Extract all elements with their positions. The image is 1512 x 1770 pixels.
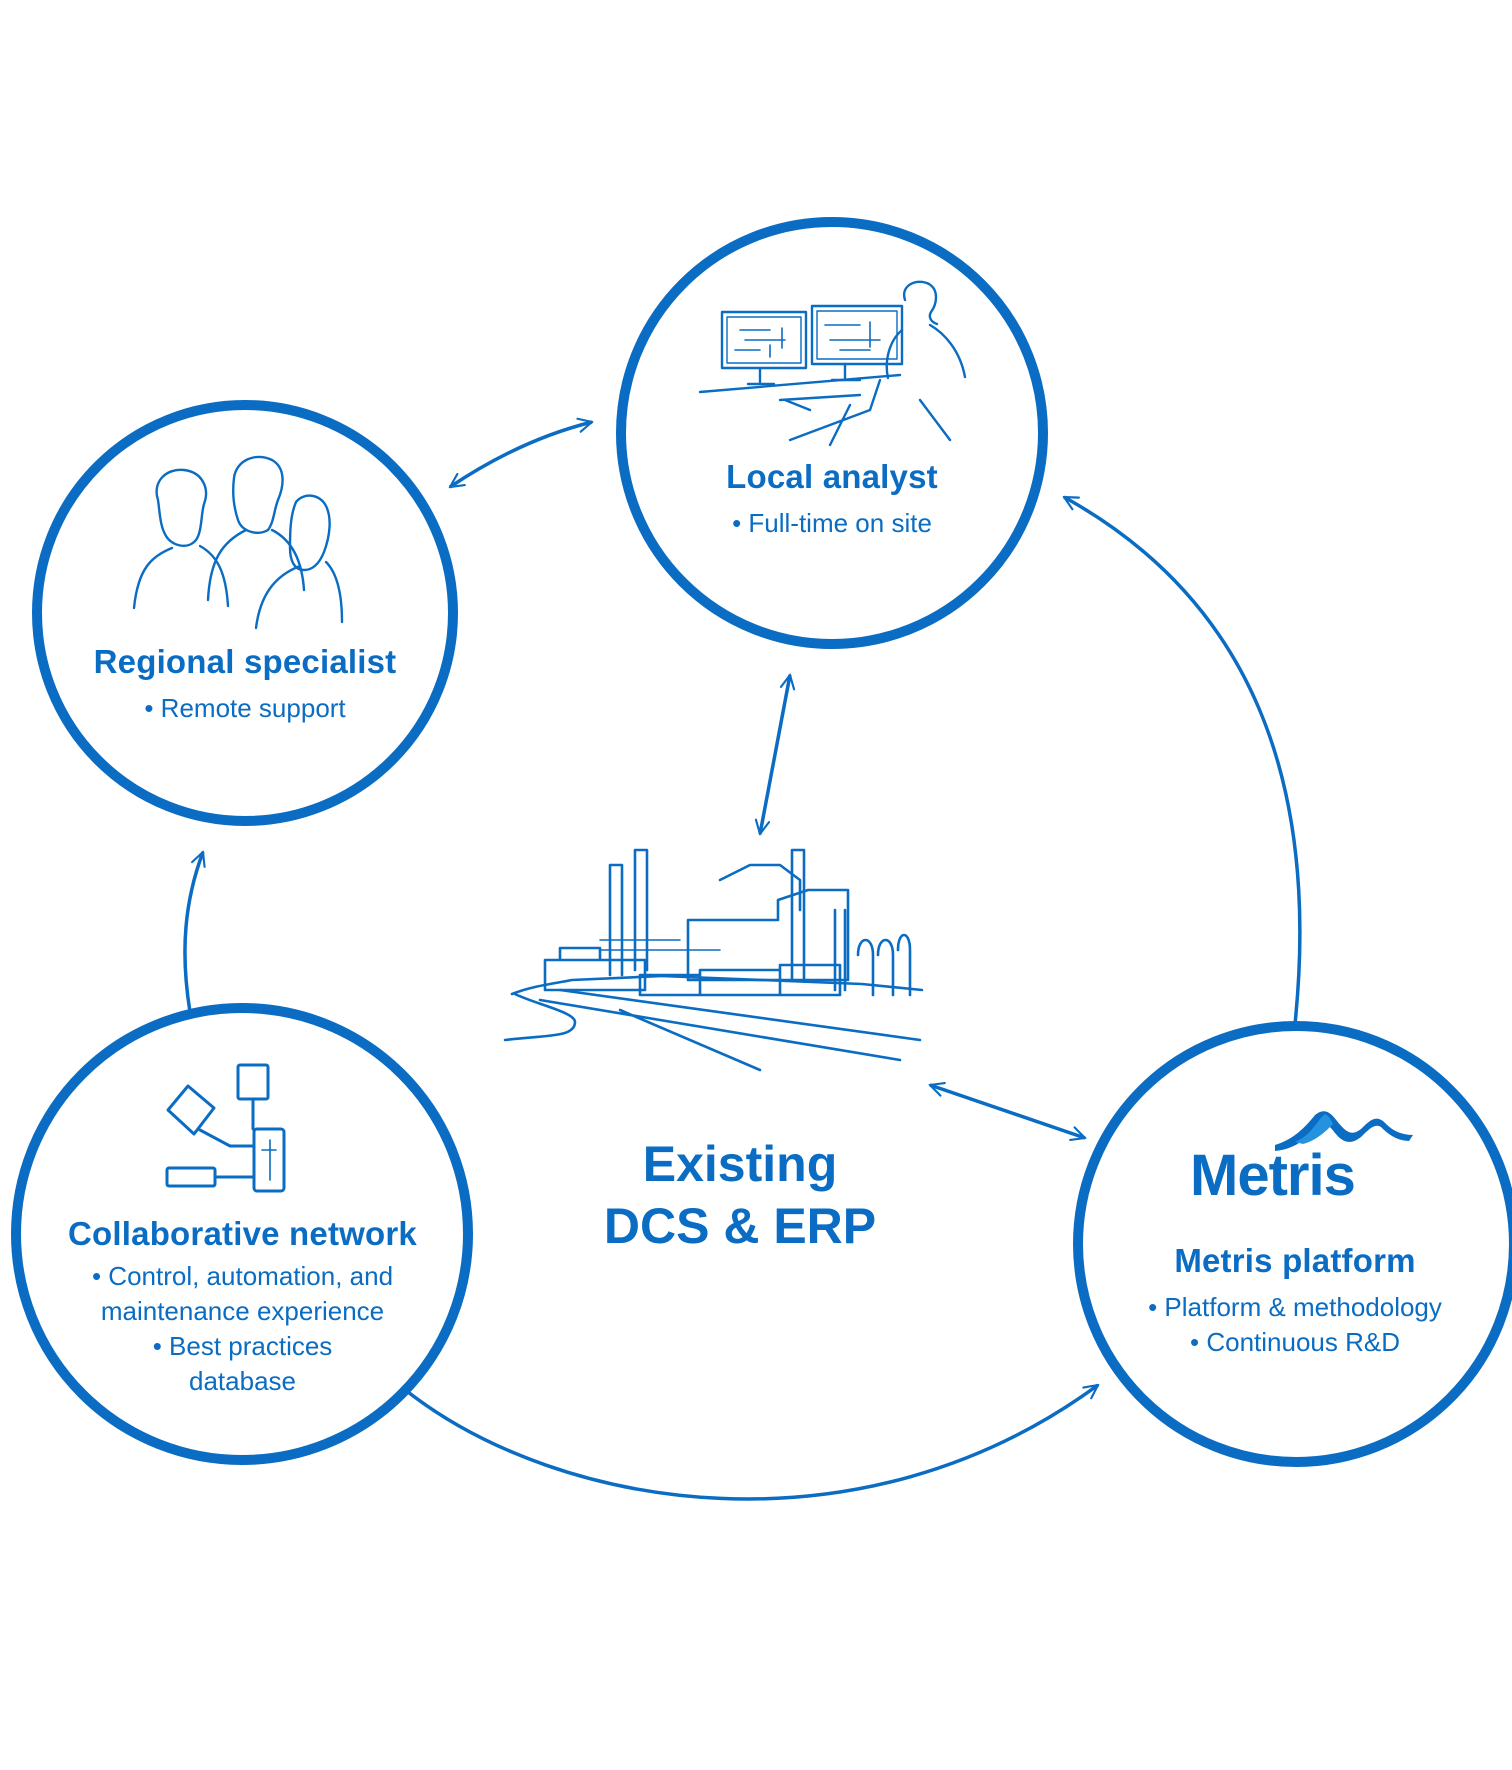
- local-analyst-item: Full-time on site: [622, 506, 1042, 541]
- center-title: Existing DCS & ERP: [560, 1133, 920, 1257]
- local-analyst-title: Local analyst: [726, 458, 938, 495]
- regional-specialist-item: Remote support: [40, 691, 450, 726]
- local-analyst-circle: [616, 217, 1048, 649]
- metris-platform-item: Continuous R&D: [1095, 1325, 1495, 1360]
- arrow-network-to-metris: [406, 1385, 1098, 1501]
- metris-logo-text: Metris: [1190, 1143, 1356, 1208]
- arrow-metris-to-local: [1064, 495, 1302, 1025]
- metris-wave-logo: [1275, 1111, 1413, 1151]
- regional-specialist-circle: [32, 400, 458, 826]
- metris-platform-title: Metris platform: [1174, 1242, 1416, 1279]
- industrial-plant-icon: [503, 848, 924, 1072]
- arrow-local-to-plant: [760, 675, 790, 834]
- collaborative-network-circle: [11, 1003, 473, 1465]
- metris-platform-circle: [1073, 1021, 1512, 1467]
- arrow-plant-to-metris: [930, 1085, 1085, 1138]
- connected-devices-icon: [165, 1063, 286, 1193]
- center-title-line1: Existing: [642, 1136, 838, 1192]
- collaborative-network-item-cont: maintenance experience: [100, 1296, 385, 1326]
- arrow-network-to-regional: [183, 852, 203, 1013]
- collaborative-network-item: Control, automation, and: [30, 1259, 455, 1294]
- center-title-line2: DCS & ERP: [603, 1198, 877, 1254]
- collaborative-network-item-cont: database: [189, 1366, 296, 1396]
- analyst-at-monitors-icon: [698, 280, 967, 447]
- regional-specialist-label: Regional specialist Remote support: [40, 643, 450, 726]
- collaborative-network-item: Best practices: [30, 1329, 455, 1364]
- metris-platform-item: Platform & methodology: [1095, 1290, 1495, 1325]
- regional-specialist-title: Regional specialist: [93, 643, 397, 680]
- metris-platform-label: Metris platform Platform & methodology C…: [1095, 1242, 1495, 1360]
- arrow-regional-to-local: [450, 422, 592, 489]
- group-of-people-icon: [132, 455, 344, 630]
- local-analyst-label: Local analyst Full-time on site: [622, 458, 1042, 541]
- collaborative-network-label: Collaborative network Control, automatio…: [30, 1215, 455, 1399]
- collaborative-network-title: Collaborative network: [68, 1215, 417, 1252]
